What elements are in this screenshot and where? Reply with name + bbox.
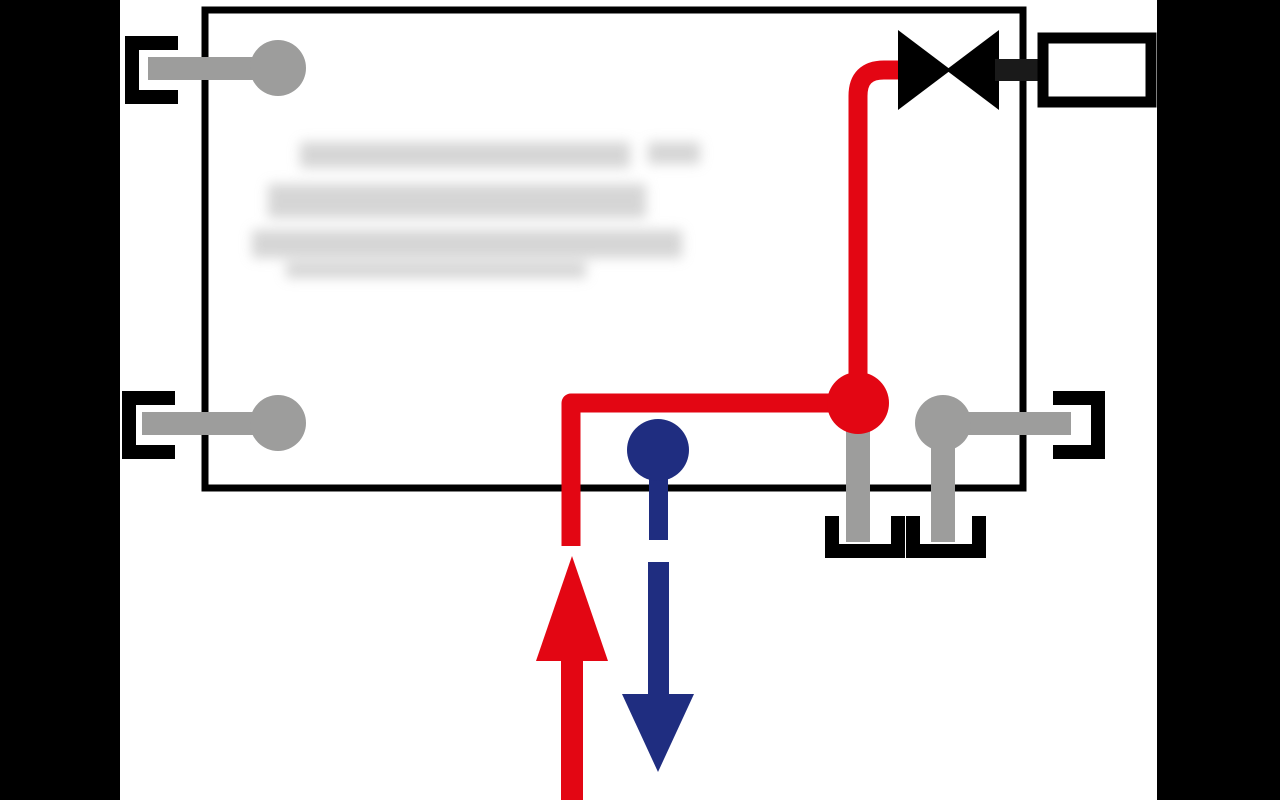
watermark-line-1b (648, 142, 700, 164)
gray-tail-pipe-left (846, 428, 870, 542)
flow-arrow-shaft (561, 650, 583, 800)
watermark-line-3 (252, 230, 682, 258)
valve-head-connector (995, 59, 1045, 81)
blind-plug-mid-right (915, 395, 971, 451)
flow-pipe-red (561, 60, 902, 546)
bracket-bottom-right-tail (906, 516, 986, 558)
bracket-mid-left (122, 391, 175, 459)
valve-right-triangle (946, 30, 999, 110)
blind-plug-top-left (250, 40, 306, 96)
flow-arrow-head (536, 556, 608, 661)
return-arrow-shaft (648, 562, 669, 702)
valve-left-triangle (898, 30, 951, 110)
return-arrow-head (622, 694, 694, 772)
watermark-line-4 (286, 262, 586, 278)
letterbox-left (0, 0, 120, 800)
bracket-top-left (125, 36, 178, 104)
return-outlet-node (627, 419, 689, 481)
blind-plug-pipe-top-left (148, 57, 280, 80)
watermark-line-2 (268, 184, 646, 218)
bracket-bottom-left-tail (825, 516, 905, 558)
flow-junction-node (827, 372, 889, 434)
letterbox-right (1157, 0, 1280, 800)
blind-plug-mid-left (250, 395, 306, 451)
watermark-line-1 (300, 142, 630, 168)
blind-plug-pipe-mid-right (943, 412, 1071, 435)
gray-tail-pipe-right (931, 445, 955, 542)
thermostat-head (1037, 32, 1157, 108)
bracket-mid-right (1053, 391, 1105, 459)
watermark-blur (252, 142, 700, 278)
blind-plug-pipe-mid-left (142, 412, 280, 435)
